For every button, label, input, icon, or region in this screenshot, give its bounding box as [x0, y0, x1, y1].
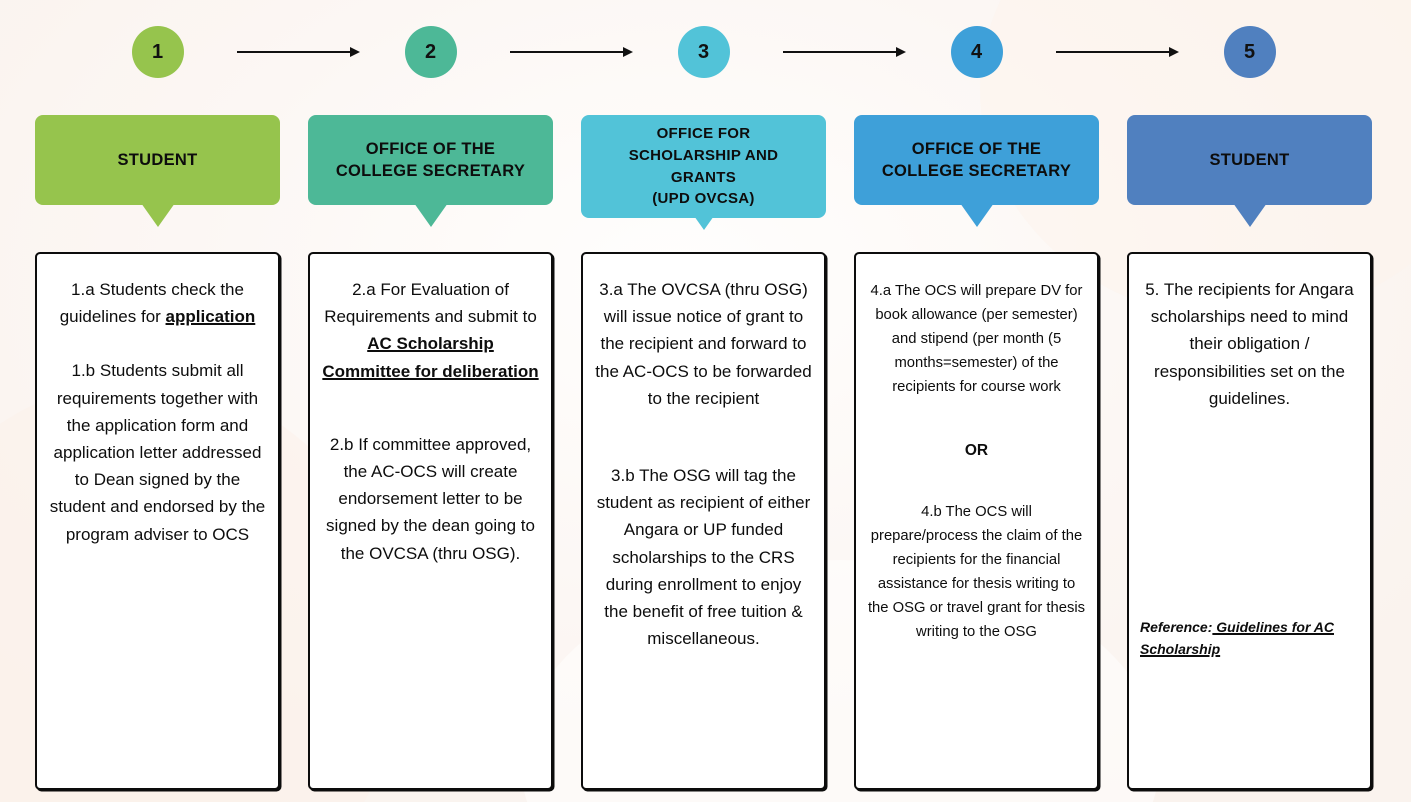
reference-note: Reference: Guidelines for AC Scholarship [1140, 617, 1359, 660]
or-separator: OR [964, 441, 989, 459]
step-text-4a: 4.a The OCS will prepare DV for book all… [870, 283, 1083, 395]
step-number-circle-1: 1 [131, 26, 184, 78]
flow-arrow-4-5-icon [1056, 46, 1179, 57]
step-text-1a-body: 1.a Students check the guidelines for [59, 280, 244, 327]
step-detail-box-4: 4.a The OCS will prepare DV for book all… [854, 252, 1099, 790]
step-text-2a-body: 2.a For Evaluation of Requirements and s… [324, 280, 537, 327]
scholarship-committee-link[interactable]: AC Scholarship Committee for deliberatio… [322, 334, 539, 381]
actor-header-college-secretary-2: OFFICE OF THE COLLEGE SECRETARY [854, 115, 1099, 205]
actor-header-college-secretary-1: OFFICE OF THE COLLEGE SECRETARY [308, 115, 553, 205]
step-number-circle-5: 5 [1223, 26, 1276, 78]
header-bubble-tail-1 [140, 203, 175, 227]
flow-arrow-3-4-icon [783, 46, 906, 57]
step-detail-box-1: 1.a Students check the guidelines for ap… [35, 252, 280, 790]
step-number-circle-3: 3 [677, 26, 730, 78]
flow-arrow-1-2-icon [237, 46, 360, 57]
step-text-1a: 1.a Students check the guidelines for ap… [48, 276, 267, 330]
step-text-3a: 3.a The OVCSA (thru OSG) will issue noti… [595, 280, 812, 408]
step-text-4b: 4.b The OCS will prepare/process the cla… [867, 503, 1086, 640]
header-bubble-tail-5 [1232, 203, 1267, 227]
step-detail-box-2: 2.a For Evaluation of Requirements and s… [308, 252, 553, 790]
step-text-3b: 3.b The OSG will tag the student as reci… [596, 465, 811, 649]
step-text-2a: 2.a For Evaluation of Requirements and s… [321, 276, 540, 385]
step-detail-box-3: 3.a The OVCSA (thru OSG) will issue noti… [581, 252, 826, 790]
step-number-circle-4: 4 [950, 26, 1003, 78]
step-text-2b: 2.b If committee approved, the AC-OCS wi… [326, 434, 535, 563]
step-detail-box-5: 5. The recipients for Angara scholarship… [1127, 252, 1372, 790]
flow-arrow-2-3-icon [510, 46, 633, 57]
actor-header-osg-ovcsa: OFFICE FOR SCHOLARSHIP AND GRANTS (UPD O… [581, 115, 826, 218]
application-guidelines-link[interactable]: application [165, 307, 256, 327]
step-number-circle-2: 2 [404, 26, 457, 78]
reference-label: Reference: [1140, 618, 1213, 635]
actor-header-student-1: STUDENT [35, 115, 280, 205]
ac-scholarship-guidelines-link[interactable]: Guidelines for AC Scholarship [1140, 618, 1334, 657]
header-bubble-tail-4 [959, 203, 994, 227]
step-text-5: 5. The recipients for Angara scholarship… [1145, 280, 1354, 408]
actor-header-student-2: STUDENT [1127, 115, 1372, 205]
step-text-1b: 1.b Students submit all requirements tog… [49, 361, 266, 544]
header-bubble-tail-2 [413, 203, 448, 227]
